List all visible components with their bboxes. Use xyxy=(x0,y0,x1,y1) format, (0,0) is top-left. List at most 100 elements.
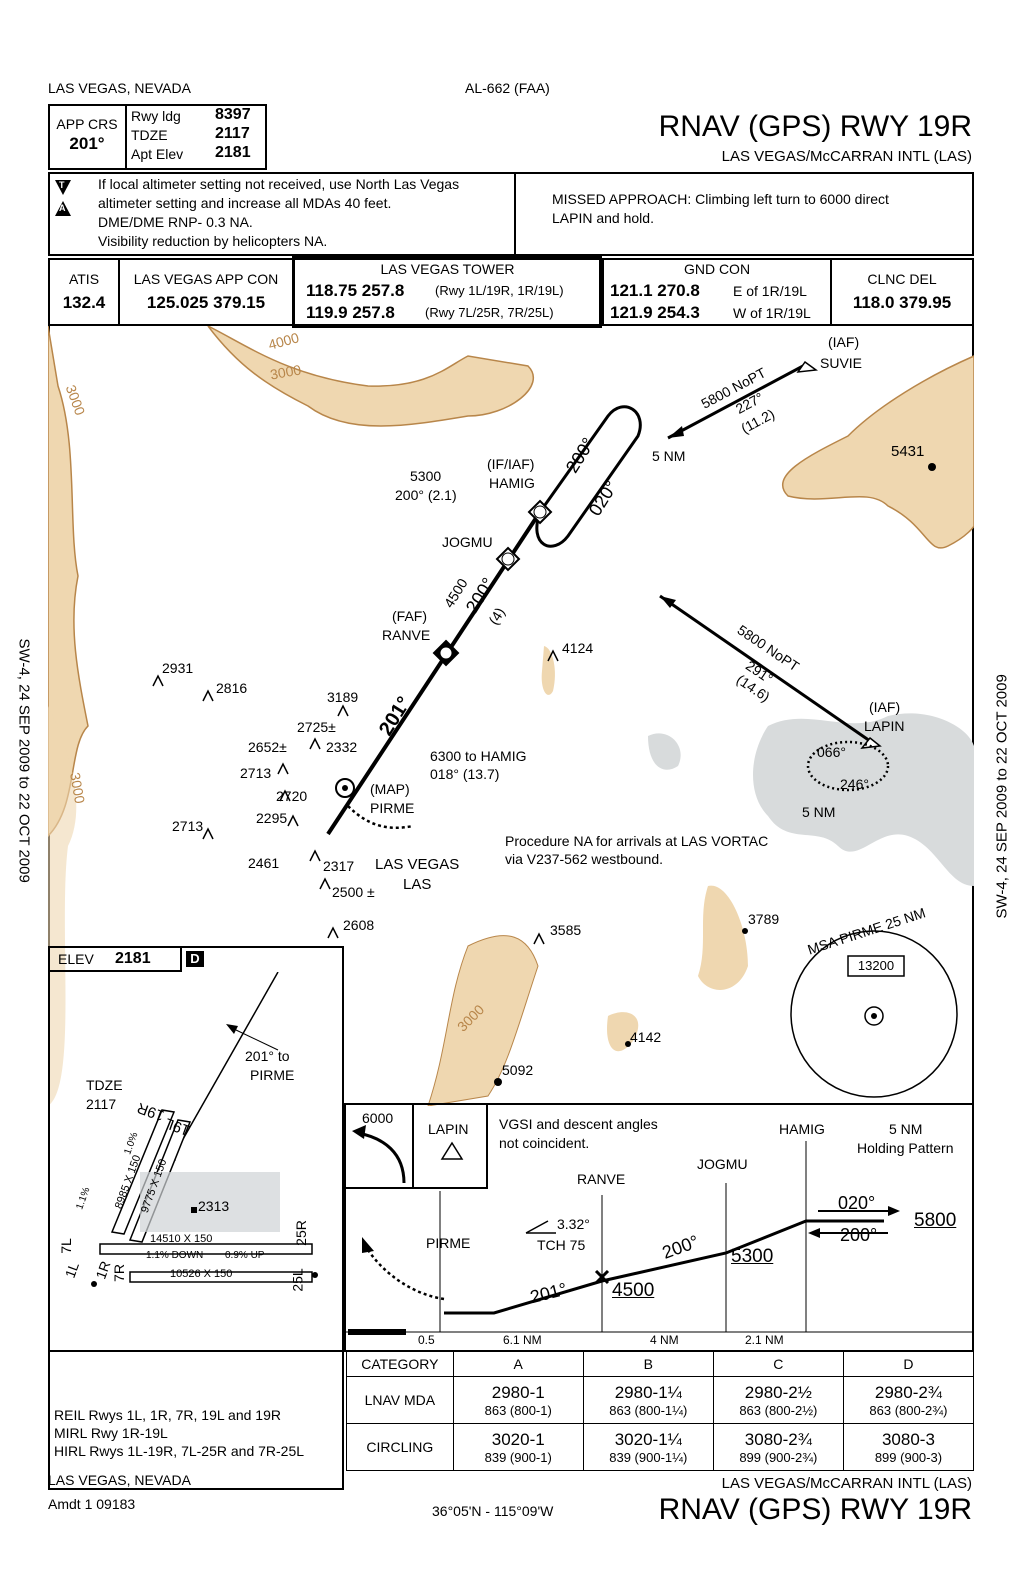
plan-view-map xyxy=(48,326,974,1106)
runway-25r-label: 25R xyxy=(292,1220,309,1246)
ranve-waypoint-icon xyxy=(432,639,460,667)
tdze-label: TDZE xyxy=(131,127,168,143)
tower-frequency-2: 119.9 257.8 xyxy=(306,303,395,322)
missed-approach-path xyxy=(347,805,414,830)
peak-4142: 4142 xyxy=(630,1029,662,1045)
profile-jogmu: JOGMU xyxy=(697,1156,748,1172)
lake-mead xyxy=(753,713,974,886)
peak-3789: 3789 xyxy=(748,911,780,927)
ranve-faf-label: (FAF) xyxy=(392,608,427,624)
missed-hold-fix: LAPIN xyxy=(428,1121,469,1137)
obstacle-label: 2931 xyxy=(162,660,194,676)
distance-6-1: 6.1 NM xyxy=(503,1333,542,1347)
rwy-ldg-label: Rwy ldg xyxy=(131,108,181,124)
terrain-northeast xyxy=(781,355,974,549)
minimum-value: 2980-1¼ xyxy=(614,1382,682,1402)
row-label: CIRCLING xyxy=(346,1423,454,1471)
procedure-na-line-1: Procedure NA for arrivals at LAS VORTAC xyxy=(505,833,769,849)
profile-diagram xyxy=(344,1125,974,1335)
elevation-2313: 2313 xyxy=(198,1198,230,1214)
distance-4: 4 NM xyxy=(650,1333,679,1347)
obstacle-label: 2332 xyxy=(326,739,358,755)
runway-7r-label: 7R xyxy=(110,1264,127,1282)
lapin-iaf-label: (IAF) xyxy=(869,699,901,715)
lapin-label: LAPIN xyxy=(864,718,905,734)
peak-5092: 5092 xyxy=(502,1062,534,1078)
peak-3585: 3585 xyxy=(550,922,582,938)
tower-note-2: (Rwy 7L/25R, 7R/25L) xyxy=(425,305,554,320)
runway-dimensions-4: 10526 X 150 xyxy=(170,1268,233,1280)
missed-to-hamig-course: 018° (13.7) xyxy=(430,766,500,782)
tower-label: LAS VEGAS TOWER xyxy=(380,261,515,277)
ground-note-2: W of 1R/19L xyxy=(733,305,811,321)
ground-frequency-1: 121.1 270.8 xyxy=(610,281,700,300)
holding-label: Holding Pattern xyxy=(857,1140,954,1156)
header-city-state: LAS VEGAS, NEVADA xyxy=(48,80,191,96)
obstacle-label: 3189 xyxy=(327,689,359,705)
minimum-height: 863 (800-2¾) xyxy=(869,1402,948,1418)
terrain-ridge-3789 xyxy=(698,885,748,990)
lighting-note-1: REIL Rwys 1L, 1R, 7R, 19L and 19R xyxy=(54,1407,281,1423)
footer-city-state: LAS VEGAS, NEVADA xyxy=(48,1472,191,1488)
minimum-height: 863 (800-1) xyxy=(484,1402,552,1418)
footer-airport: LAS VEGAS/McCARRAN INTL (LAS) xyxy=(721,1475,972,1492)
d-badge: D xyxy=(186,951,204,967)
minimum-value: 3020-1¼ xyxy=(614,1429,682,1449)
minimum-value: 2980-2¾ xyxy=(874,1382,942,1402)
lapin-hold-outbound: 246° xyxy=(840,776,869,792)
apt-elev-value: 2181 xyxy=(215,144,251,161)
notes-divider xyxy=(514,172,516,256)
tower-frequency-box xyxy=(292,256,602,328)
distance-2-1: 2.1 NM xyxy=(745,1333,784,1347)
clearance-frequency: 118.0 379.95 xyxy=(852,293,952,312)
elev-divider xyxy=(48,970,182,972)
profile-outbound-course: 020° xyxy=(838,1193,876,1213)
field-elevation-label: ELEV xyxy=(58,951,94,967)
distance-0-5: 0.5 xyxy=(418,1333,435,1347)
hamig-waypoint-icon xyxy=(527,499,553,525)
procedure-na-line-2: via V237-562 westbound. xyxy=(505,851,663,867)
tdze-value: 2117 xyxy=(215,125,250,142)
field-elevation-value: 2181 xyxy=(115,950,151,967)
obstacle-label: 2461 xyxy=(248,855,280,871)
obstacle-label: 2608 xyxy=(343,917,375,933)
minimum-value: 3080-3 xyxy=(881,1429,935,1449)
peak-4124: 4124 xyxy=(562,640,594,656)
lapin-leg xyxy=(659,594,871,743)
note-line-4: Visibility reduction by helicopters NA. xyxy=(98,233,328,249)
tower-note-1: (Rwy 1L/19R, 1R/19L) xyxy=(435,283,564,298)
missed-to-hamig-alt: 6300 to HAMIG xyxy=(430,748,527,764)
minimum-height: 899 (900-3) xyxy=(874,1449,943,1465)
ground-control-label: GND CON xyxy=(683,261,751,277)
approach-control-label: LAS VEGAS APP CON xyxy=(133,271,279,287)
minimum-value: 3020-1 xyxy=(491,1429,545,1449)
atis-frequency: 132.4 xyxy=(62,293,106,312)
obstacle-label: 2713 xyxy=(172,818,204,834)
lapin-fix-icon xyxy=(440,1141,464,1160)
obstacle-label: 2725± xyxy=(297,719,336,735)
minimum-height: 839 (900-1) xyxy=(484,1449,552,1465)
app-crs-label: APP CRS xyxy=(56,116,118,132)
pirme-label: PIRME xyxy=(370,800,415,816)
runway-25l-label: 25L xyxy=(289,1268,306,1292)
clearance-label: CLNC DEL xyxy=(867,271,937,287)
suvie-iaf-label: (IAF) xyxy=(828,334,860,350)
minimum-value: 2980-2½ xyxy=(744,1382,812,1402)
minimum-height: 863 (800-1¼) xyxy=(609,1402,688,1418)
suvie-waypoint-icon xyxy=(796,360,819,373)
obstacle-label: 2720 xyxy=(276,788,308,804)
footer-coordinates: 36°05'N - 115°09'W xyxy=(432,1503,554,1519)
obstacle-label: 2295 xyxy=(256,810,288,826)
category-c-header: C xyxy=(712,1350,844,1377)
missed-approach-line-1: MISSED APPROACH: Climbing left turn to 6… xyxy=(552,191,889,207)
comms-divider xyxy=(830,258,832,326)
runway-gradient-up: 0.9% UP xyxy=(225,1250,265,1261)
obstacle-label: 2713 xyxy=(240,765,272,781)
header-chart-id: AL-662 (FAA) xyxy=(465,80,550,96)
app-crs-value: 201° xyxy=(69,134,105,153)
approach-info-box xyxy=(48,104,267,170)
category-header: CATEGORY xyxy=(346,1350,454,1377)
pirme-waypoint-icon xyxy=(335,778,355,798)
note-line-1: If local altimeter setting not received,… xyxy=(98,176,460,192)
